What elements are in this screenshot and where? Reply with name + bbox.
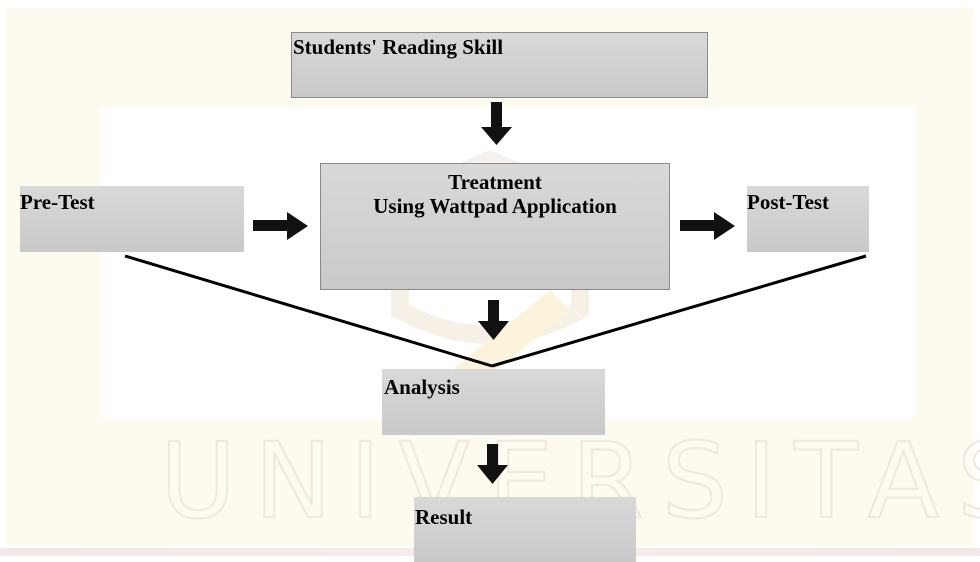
node-treatment-title: Treatment: [448, 170, 542, 194]
node-reading-skill-label: Students' Reading Skill: [293, 35, 504, 59]
pretest-to-analysis-line: [124, 254, 493, 368]
node-pre-test-label: Pre-Test: [20, 190, 95, 214]
posttest-to-analysis-line: [491, 254, 867, 368]
node-analysis-label: Analysis: [384, 375, 460, 399]
node-post-test: Post-Test: [747, 186, 869, 252]
node-pre-test: Pre-Test: [20, 186, 244, 252]
node-result: Result: [414, 497, 636, 562]
arrow-down-skill-to-treatment: [481, 102, 512, 145]
node-analysis: Analysis: [382, 369, 605, 435]
node-result-label: Result: [415, 505, 473, 529]
arrow-down-analysis-to-result: [477, 444, 508, 484]
arrow-right-treatment-to-posttest: [680, 212, 735, 240]
node-treatment: Treatment Using Wattpad Application: [320, 163, 670, 290]
node-reading-skill: Students' Reading Skill: [291, 32, 708, 98]
node-post-test-label: Post-Test: [747, 190, 830, 214]
node-treatment-subtitle: Using Wattpad Application: [373, 194, 617, 218]
arrow-right-pretest-to-treatment: [253, 212, 308, 240]
arrow-down-treatment-to-analysis: [478, 300, 509, 340]
